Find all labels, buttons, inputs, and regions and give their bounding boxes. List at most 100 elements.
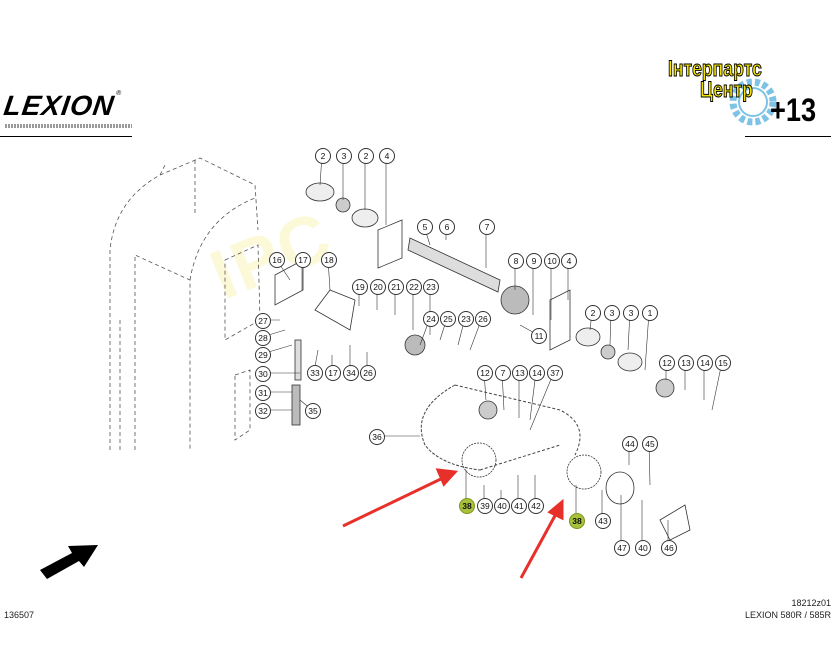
- callout-part-number[interactable]: 23: [458, 311, 474, 327]
- sleeve-part: [605, 471, 635, 505]
- dealer-logo-line2: Центр: [700, 77, 754, 103]
- callout-part-number[interactable]: 7: [479, 219, 495, 235]
- flange-part: [617, 352, 643, 372]
- callout-part-number[interactable]: 6: [439, 219, 455, 235]
- callout-part-number[interactable]: 43: [595, 513, 611, 529]
- callout-highlighted[interactable]: 38: [459, 498, 475, 514]
- callout-part-number[interactable]: 19: [352, 279, 368, 295]
- plate-part: [549, 289, 571, 351]
- callout-part-number[interactable]: 31: [255, 385, 271, 401]
- callout-part-number[interactable]: 12: [659, 355, 675, 371]
- leader-line: [529, 371, 555, 431]
- callout-part-number[interactable]: 46: [661, 540, 677, 556]
- callout-part-number[interactable]: 2: [358, 148, 374, 164]
- red-arrow: [519, 511, 559, 579]
- callout-part-number[interactable]: 22: [406, 279, 422, 295]
- callout-part-number[interactable]: 23: [423, 279, 439, 295]
- flange-part: [351, 208, 379, 228]
- model-label: LEXION 580R / 585R: [744, 610, 831, 620]
- drive-sprocket: [461, 442, 497, 478]
- red-arrow-head: [547, 498, 564, 521]
- callout-part-number[interactable]: 14: [529, 365, 545, 381]
- callout-part-number[interactable]: 45: [642, 436, 658, 452]
- callout-part-number[interactable]: 3: [336, 148, 352, 164]
- callout-part-number[interactable]: 32: [255, 403, 271, 419]
- callout-part-number[interactable]: 12: [477, 365, 493, 381]
- callout-part-number[interactable]: 20: [370, 279, 386, 295]
- plate-part: [377, 219, 403, 269]
- callout-part-number[interactable]: 3: [623, 305, 639, 321]
- callout-part-number[interactable]: 17: [325, 365, 341, 381]
- chain: [420, 384, 581, 471]
- callout-part-number[interactable]: 41: [511, 498, 527, 514]
- callout-part-number[interactable]: 18: [321, 252, 337, 268]
- callout-part-number[interactable]: 10: [544, 253, 560, 269]
- callout-part-number[interactable]: 21: [388, 279, 404, 295]
- callout-part-number[interactable]: 36: [369, 429, 385, 445]
- drive-sprocket: [566, 454, 602, 490]
- callout-part-number[interactable]: 9: [526, 253, 542, 269]
- gear-icon: [729, 78, 777, 126]
- frame-panel: [109, 157, 261, 450]
- hub-part: [655, 378, 675, 398]
- callout-part-number[interactable]: 35: [305, 403, 321, 419]
- callout-part-number[interactable]: 4: [379, 148, 395, 164]
- callout-part-number[interactable]: 14: [697, 355, 713, 371]
- page-number: +13: [770, 92, 817, 128]
- bearing-part: [600, 344, 616, 360]
- header-divider-right: [745, 136, 831, 137]
- leader-line: [644, 311, 650, 371]
- callout-part-number[interactable]: 40: [494, 498, 510, 514]
- callout-part-number[interactable]: 11: [531, 328, 547, 344]
- callout-part-number[interactable]: 13: [678, 355, 694, 371]
- callout-part-number[interactable]: 26: [360, 365, 376, 381]
- callout-part-number[interactable]: 37: [547, 365, 563, 381]
- flange-part: [575, 327, 601, 347]
- document-id: 136507: [4, 610, 35, 620]
- callout-part-number[interactable]: 7: [495, 365, 511, 381]
- callout-part-number[interactable]: 39: [477, 498, 493, 514]
- direction-arrow: [40, 545, 98, 579]
- callout-part-number[interactable]: 42: [528, 498, 544, 514]
- callout-part-number[interactable]: 2: [585, 305, 601, 321]
- callout-part-number[interactable]: 47: [614, 540, 630, 556]
- figure-code: 18212z01: [791, 598, 831, 608]
- callout-part-number[interactable]: 40: [635, 540, 651, 556]
- callout-part-number[interactable]: 2: [315, 148, 331, 164]
- callout-part-number[interactable]: 33: [307, 365, 323, 381]
- callout-part-number[interactable]: 8: [508, 253, 524, 269]
- bracket-part: [659, 504, 691, 541]
- callout-part-number[interactable]: 34: [343, 365, 359, 381]
- callout-part-number[interactable]: 44: [622, 436, 638, 452]
- callout-part-number[interactable]: 16: [269, 252, 285, 268]
- callout-part-number[interactable]: 3: [604, 305, 620, 321]
- callout-part-number[interactable]: 17: [295, 252, 311, 268]
- callout-part-number[interactable]: 26: [475, 311, 491, 327]
- callout-highlighted[interactable]: 38: [569, 513, 585, 529]
- callout-part-number[interactable]: 24: [423, 311, 439, 327]
- bracket-part: [314, 289, 356, 331]
- dealer-logo-line1: Інтерпартс: [668, 56, 763, 82]
- callout-part-number[interactable]: 1: [642, 305, 658, 321]
- sprocket-part: [500, 285, 530, 315]
- header-divider-left: [0, 136, 132, 137]
- lever-part: [294, 339, 302, 381]
- callout-part-number[interactable]: 29: [255, 347, 271, 363]
- callout-part-number[interactable]: 4: [561, 253, 577, 269]
- callout-part-number[interactable]: 27: [255, 313, 271, 329]
- callout-part-number[interactable]: 25: [440, 311, 456, 327]
- sprocket-part: [404, 334, 426, 356]
- flange-part: [305, 182, 335, 202]
- red-arrow: [342, 475, 446, 528]
- callout-part-number[interactable]: 15: [715, 355, 731, 371]
- callout-part-number[interactable]: 5: [417, 219, 433, 235]
- shaft-part: [407, 237, 501, 293]
- plate-part: [274, 259, 304, 306]
- callout-part-number[interactable]: 13: [512, 365, 528, 381]
- bearing-part: [335, 197, 351, 213]
- callout-part-number[interactable]: 28: [255, 330, 271, 346]
- callout-part-number[interactable]: 30: [255, 366, 271, 382]
- red-arrow-head: [435, 468, 459, 487]
